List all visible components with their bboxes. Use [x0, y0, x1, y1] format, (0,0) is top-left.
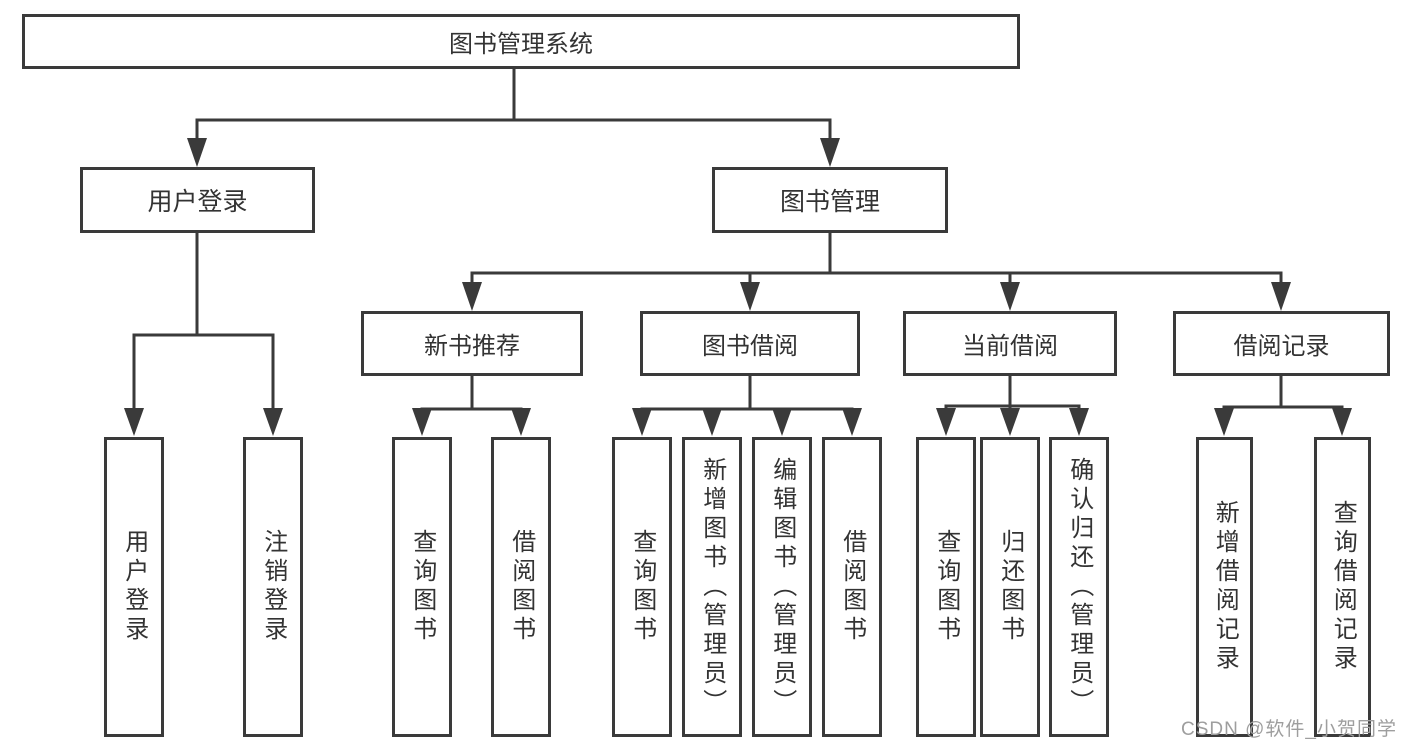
arrowhead-icon: [511, 408, 531, 436]
node-add-books-admin-label: 新增图书（管理员）: [698, 456, 726, 718]
node-edit-books-admin: 编辑图书（管理员）: [752, 437, 812, 737]
arrowhead-icon: [1214, 408, 1234, 436]
node-book-borrowing-label: 图书借阅: [702, 333, 798, 360]
arrowhead-icon: [1332, 408, 1352, 436]
node-add-books-admin: 新增图书（管理员）: [682, 437, 742, 737]
node-query-borrow-record-label: 查询借阅记录: [1329, 500, 1357, 674]
arrowhead-icon: [1000, 282, 1020, 311]
arrowhead-icon: [412, 408, 432, 436]
arrowhead-icon: [1069, 408, 1089, 436]
node-recommend-query-books: 查询图书: [392, 437, 452, 737]
node-user-login-action-label: 用户登录: [120, 529, 148, 645]
node-confirm-return-admin: 确认归还（管理员）: [1049, 437, 1109, 737]
node-recommend-borrow-books: 借阅图书: [491, 437, 551, 737]
arrowhead-icon: [820, 138, 840, 167]
node-return-books-label: 归还图书: [996, 529, 1024, 645]
arrowhead-icon: [462, 282, 482, 311]
node-borrow-books-label: 借阅图书: [838, 529, 866, 645]
node-current-query-books-label: 查询图书: [932, 529, 960, 645]
node-add-borrow-record-label: 新增借阅记录: [1211, 500, 1239, 674]
arrowhead-icon: [740, 282, 760, 311]
arrowheads: [124, 138, 1352, 436]
node-library-management-system-label: 图书管理系统: [449, 31, 593, 58]
csdn-watermark: CSDN @软件_小贺同学: [1181, 719, 1397, 740]
node-current-borrowing-label: 当前借阅: [962, 333, 1058, 360]
node-recommend-query-books-label: 查询图书: [408, 529, 436, 645]
node-new-book-recommendation-label: 新书推荐: [424, 333, 520, 360]
arrowhead-icon: [1000, 408, 1020, 436]
node-borrow-books: 借阅图书: [822, 437, 882, 737]
node-borrowing-records-label: 借阅记录: [1233, 333, 1330, 360]
arrowhead-icon: [1271, 282, 1291, 311]
node-add-borrow-record: 新增借阅记录: [1196, 437, 1253, 737]
node-user-login: 用户登录: [80, 167, 315, 233]
node-user-login-action: 用户登录: [104, 437, 164, 737]
node-return-books: 归还图书: [980, 437, 1040, 737]
arrowhead-icon: [632, 408, 652, 436]
node-logout: 注销登录: [243, 437, 303, 737]
node-current-query-books: 查询图书: [916, 437, 976, 737]
node-book-management: 图书管理: [712, 167, 948, 233]
arrowhead-icon: [772, 408, 792, 436]
node-logout-label: 注销登录: [259, 529, 287, 645]
node-library-management-system: 图书管理系统: [22, 14, 1020, 69]
node-book-borrowing: 图书借阅: [640, 311, 860, 376]
node-query-borrow-record: 查询借阅记录: [1314, 437, 1371, 737]
node-borrowing-records: 借阅记录: [1173, 311, 1390, 376]
node-recommend-borrow-books-label: 借阅图书: [507, 529, 535, 645]
node-user-login-label: 用户登录: [147, 188, 248, 216]
arrowhead-icon: [936, 408, 956, 436]
arrowhead-icon: [842, 408, 862, 436]
node-edit-books-admin-label: 编辑图书（管理员）: [768, 456, 796, 718]
node-borrowing-query-books: 查询图书: [612, 437, 672, 737]
node-new-book-recommendation: 新书推荐: [361, 311, 583, 376]
arrowhead-icon: [702, 408, 722, 436]
arrowhead-icon: [263, 408, 283, 436]
arrowhead-icon: [124, 408, 144, 436]
node-borrowing-query-books-label: 查询图书: [628, 529, 656, 645]
arrowhead-icon: [187, 138, 207, 167]
node-confirm-return-admin-label: 确认归还（管理员）: [1065, 456, 1093, 718]
node-book-management-label: 图书管理: [779, 188, 880, 216]
node-current-borrowing: 当前借阅: [903, 311, 1117, 376]
